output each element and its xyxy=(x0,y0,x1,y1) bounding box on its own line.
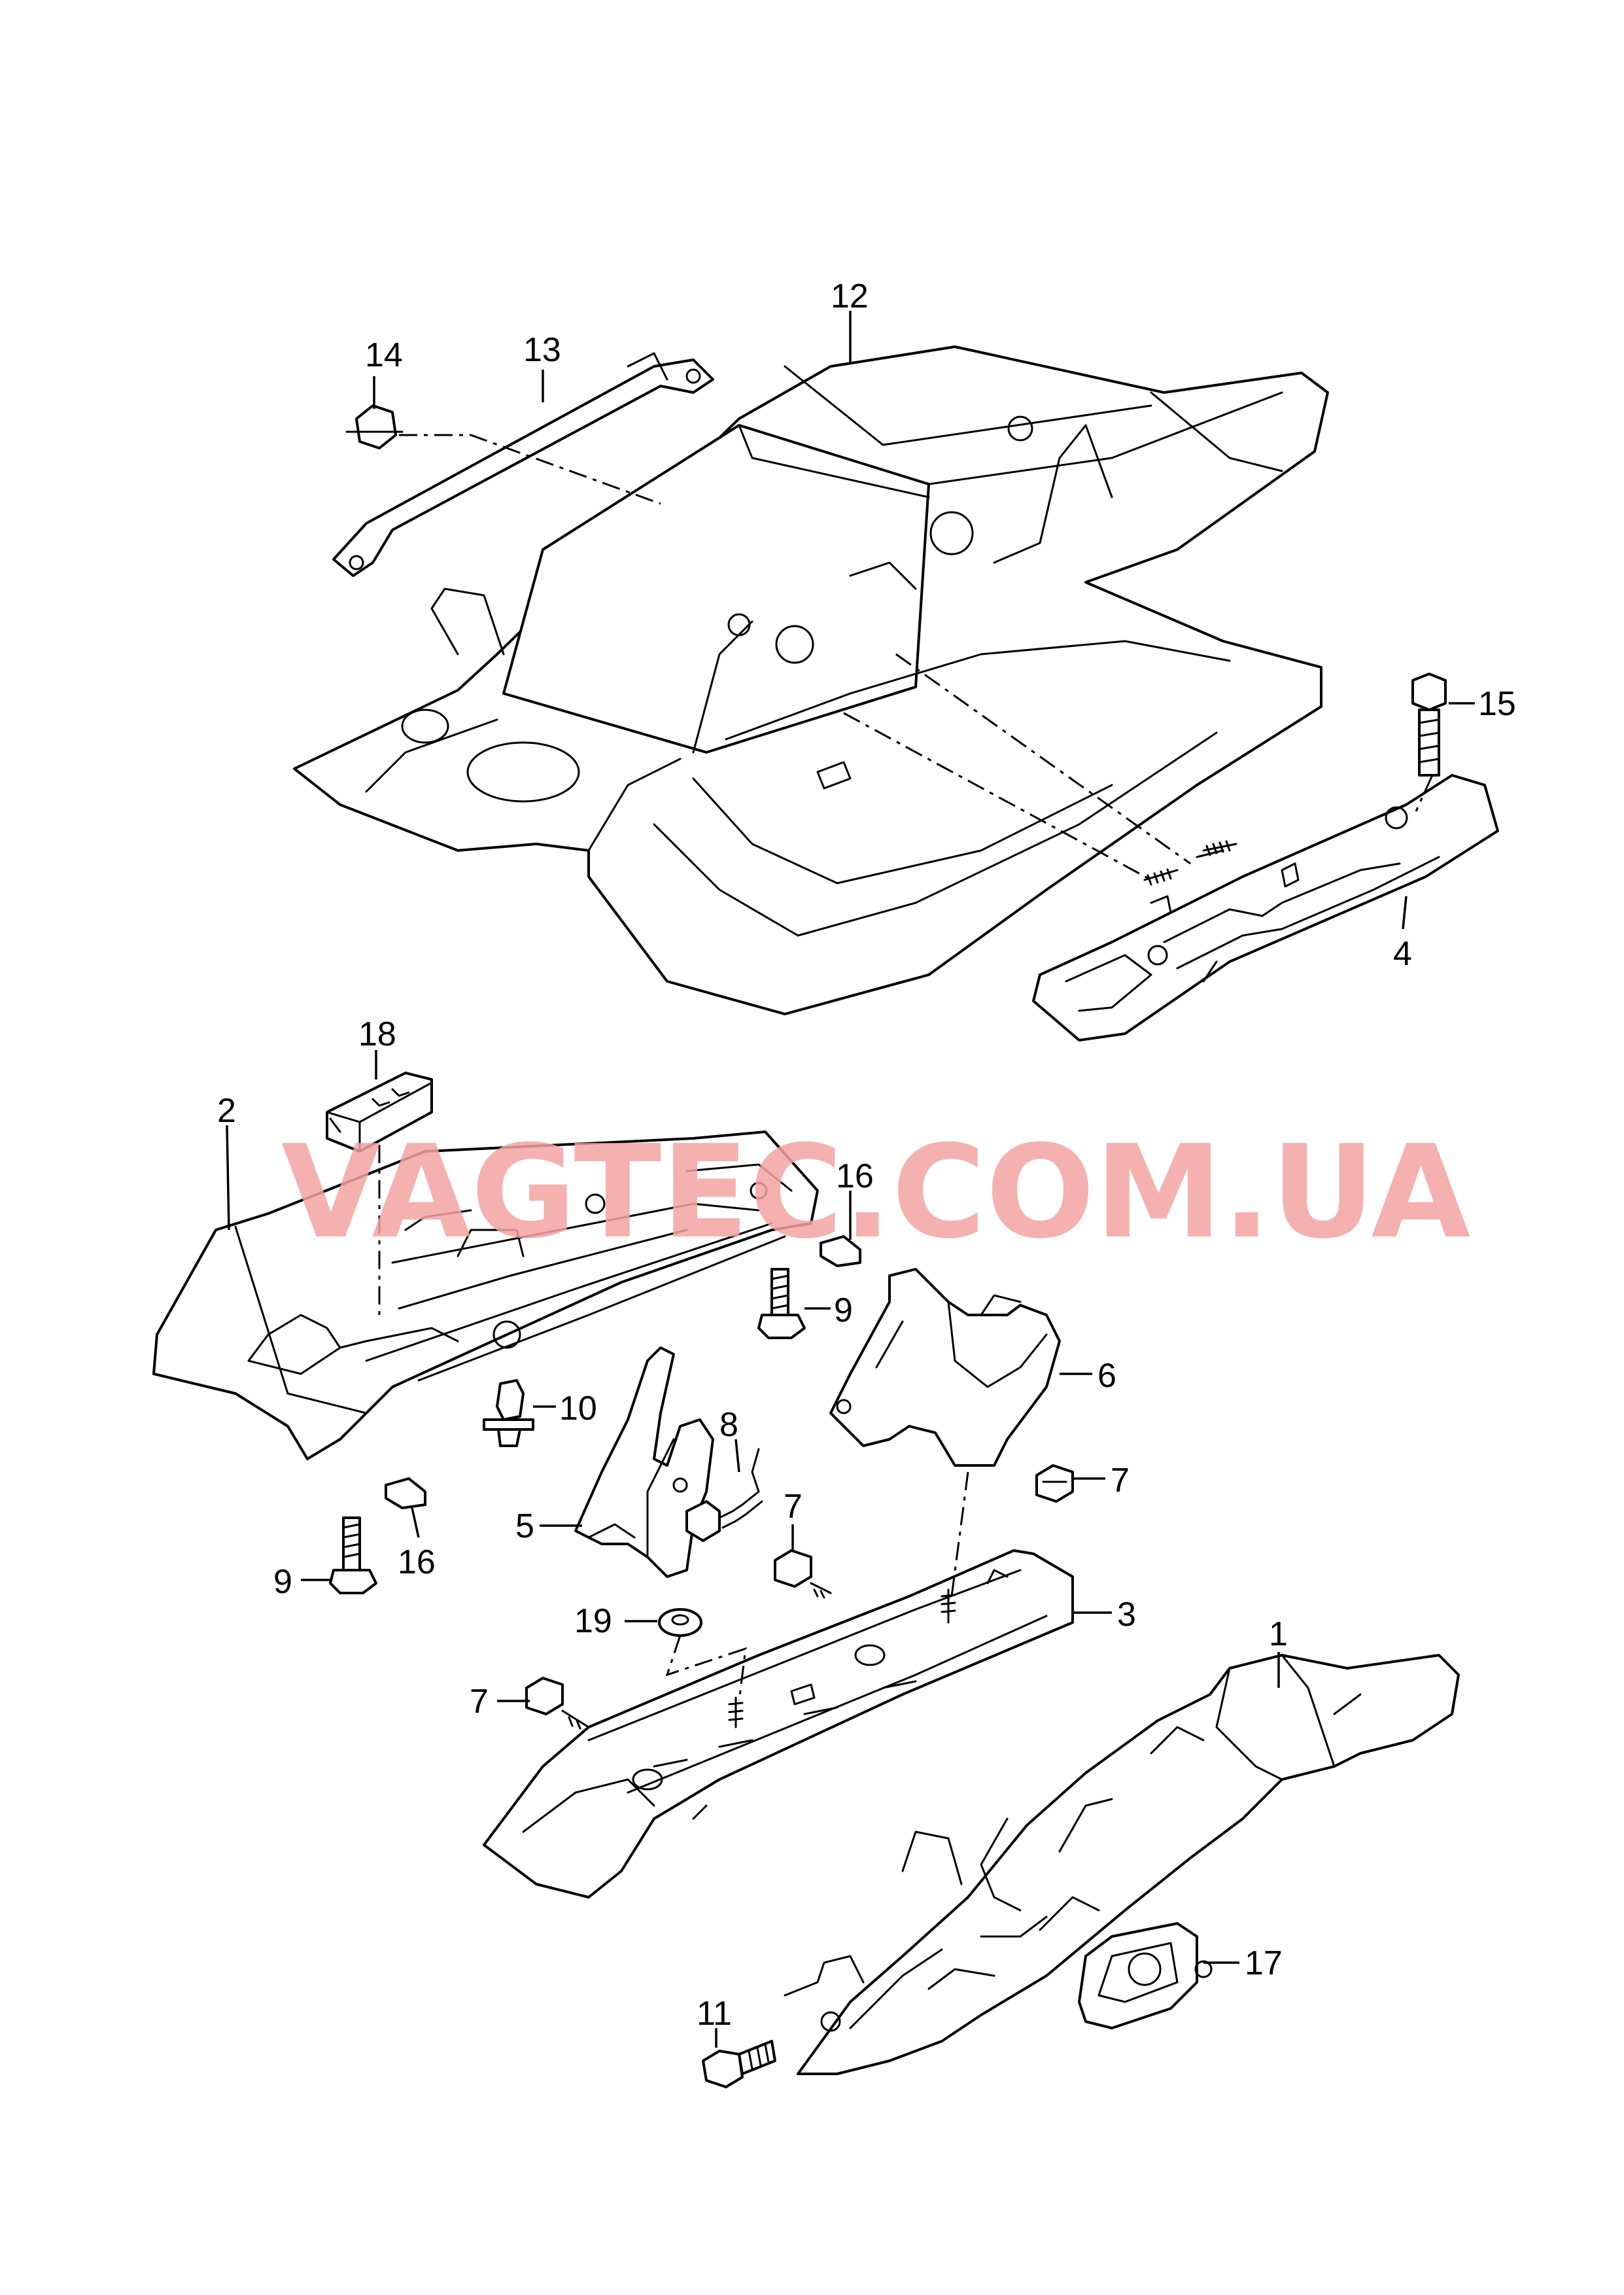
part-3-knee-airbag xyxy=(483,1549,1074,1899)
callout-10: 10 xyxy=(559,1390,597,1428)
callout-7-left: 7 xyxy=(470,1683,489,1721)
part-8-cable xyxy=(685,1448,763,1542)
part-16-clip-right xyxy=(820,1235,861,1267)
assembly-lines xyxy=(378,434,1434,1702)
callout-7-middle: 7 xyxy=(784,1488,803,1526)
part-1-console-carrier xyxy=(784,1654,1460,2075)
callout-7-right: 7 xyxy=(1111,1462,1130,1499)
leader-lines xyxy=(226,311,1475,2048)
part-5-bracket xyxy=(574,1346,714,1578)
callouts: 1 2 3 4 5 6 7 7 7 8 9 9 10 11 12 13 14 1… xyxy=(217,277,1516,2033)
part-3-studs xyxy=(728,1588,956,1728)
part-15-bolt xyxy=(1411,673,1447,777)
part-9-bolt-left xyxy=(329,1516,377,1594)
callout-17: 17 xyxy=(1245,1944,1283,1982)
part-14-nut xyxy=(345,404,404,449)
callout-19: 19 xyxy=(574,1602,612,1640)
callout-12: 12 xyxy=(831,277,869,315)
callout-5: 5 xyxy=(515,1507,534,1545)
callout-9-right: 9 xyxy=(834,1291,853,1329)
part-7-nut-right xyxy=(1035,1464,1074,1503)
part-9-bolt-right xyxy=(757,1268,806,1339)
part-18-connector xyxy=(326,1072,433,1153)
part-13-bracket xyxy=(332,352,714,577)
part-19-washer xyxy=(658,1608,702,1637)
callout-16-left: 16 xyxy=(398,1543,436,1581)
part-4-studs xyxy=(1143,840,1237,886)
callout-4: 4 xyxy=(1393,935,1412,973)
part-17-switch xyxy=(1078,1922,1213,2029)
part-11-screw xyxy=(702,2040,776,2088)
part-16-clip-left xyxy=(385,1477,426,1509)
watermark: VAGTEC.COM.UA xyxy=(281,1118,1470,1267)
callout-16-right: 16 xyxy=(836,1157,874,1195)
callout-15: 15 xyxy=(1478,685,1516,723)
callout-18: 18 xyxy=(358,1015,396,1053)
callout-8: 8 xyxy=(719,1406,738,1444)
part-7-nut-middle xyxy=(774,1549,832,1599)
callout-3: 3 xyxy=(1117,1596,1136,1634)
part-4-airbag-module xyxy=(1032,774,1499,1042)
callout-13: 13 xyxy=(523,331,561,369)
part-12-carrier xyxy=(293,345,1329,1015)
part-10-fastener xyxy=(483,1379,534,1447)
callout-11: 11 xyxy=(697,1995,732,2033)
part-7-nut-left xyxy=(525,1677,590,1730)
part-6-bracket xyxy=(829,1268,1061,1467)
callout-1: 1 xyxy=(1269,1615,1288,1653)
part-2-panel xyxy=(152,1130,819,1460)
callout-9-left: 9 xyxy=(273,1563,292,1601)
callout-6: 6 xyxy=(1097,1357,1116,1395)
callout-14: 14 xyxy=(365,336,403,374)
callout-2: 2 xyxy=(217,1092,236,1130)
